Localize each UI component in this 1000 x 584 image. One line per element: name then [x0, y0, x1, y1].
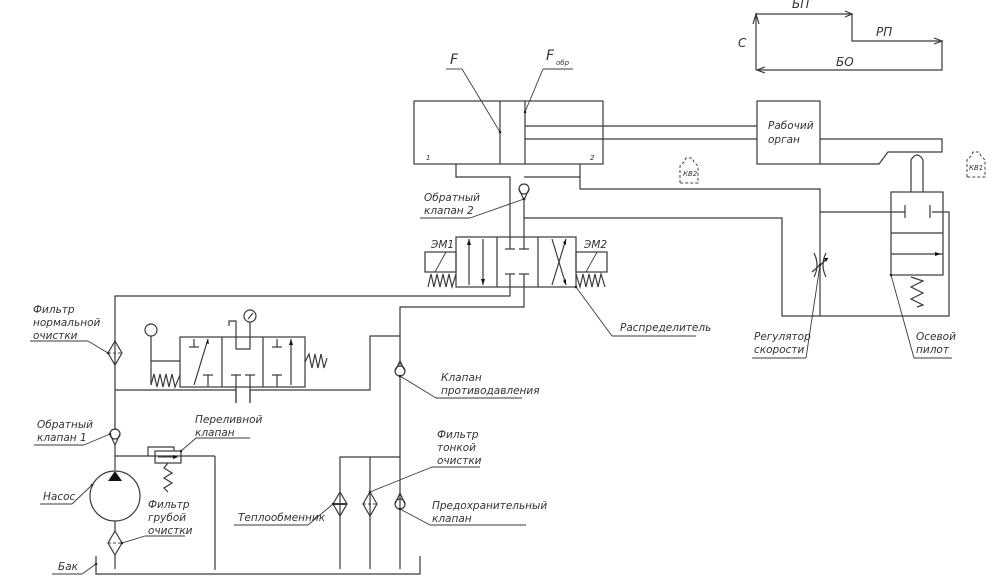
limit-switch-kv1: КВ1: [966, 151, 986, 178]
fine-filter: Фильтр тонкой очистки: [362, 429, 482, 518]
check-valve-1-label-line2: клапан 1: [37, 432, 87, 444]
normal-filter-label-line3: очистки: [33, 330, 78, 342]
overflow-valve-label-line1: Переливной: [195, 414, 262, 426]
limit-switch-kv2-label: КВ2: [683, 170, 698, 178]
hydraulic-cylinder: 1 2 F F обр: [413, 48, 757, 165]
cycle-label-stop: С: [738, 36, 747, 50]
chamber-1-label: 1: [426, 154, 430, 162]
heat-exchanger-label: Теплообменник: [238, 512, 326, 524]
coarse-filter: Фильтр грубой очистки: [107, 499, 193, 569]
axial-pilot-label-line1: Осевой: [916, 331, 956, 343]
return-force-subscript: обр: [556, 59, 570, 67]
working-body-line1: Рабочий: [768, 120, 814, 132]
tank-label: Бак: [58, 561, 79, 573]
working-body: Рабочий орган: [756, 100, 943, 192]
heat-exchanger: Теплообменник: [234, 490, 348, 526]
check-valve-1: Обратный клапан 1: [34, 419, 121, 470]
pump-label: Насос: [43, 491, 76, 503]
cycle-label-fast-return: БО: [836, 55, 854, 69]
cycle-label-working-feed: РП: [876, 25, 892, 39]
safety-valve-label-line1: Предохранительный: [432, 500, 547, 512]
working-body-line2: орган: [768, 134, 800, 146]
speed-regulator: Регулятор скорости: [752, 252, 829, 359]
coarse-filter-label-line3: очистки: [148, 525, 193, 537]
speed-regulator-label-line1: Регулятор: [754, 331, 811, 343]
normal-filter-label-line2: нормальной: [33, 317, 100, 329]
solenoid-1-label: ЭМ1: [430, 239, 454, 251]
check-valve-2-label-line2: клапан 2: [424, 205, 474, 217]
limit-switch-kv1-label: КВ1: [969, 164, 983, 172]
coarse-filter-label-line1: Фильтр: [148, 499, 190, 511]
force-label: F: [450, 52, 459, 68]
back-pressure-valve-label-line1: Клапан: [441, 372, 482, 384]
check-valve-1-label-line1: Обратный: [37, 419, 93, 431]
pressure-switch-valve: [144, 309, 328, 403]
fine-filter-label-line2: тонкой: [437, 442, 476, 454]
safety-valve-label-line2: клапан: [432, 513, 472, 525]
fine-filter-label-line1: Фильтр: [437, 429, 479, 441]
overflow-valve: Переливной клапан: [115, 414, 262, 570]
axial-pilot: Осевой пилот: [820, 191, 956, 359]
return-force-label: F: [546, 48, 555, 64]
normal-filter: Фильтр нормальной очистки: [30, 304, 123, 367]
tank: Бак: [52, 556, 421, 575]
distributor-valve: ЭМ1 ЭМ2 Распределитель: [424, 236, 711, 337]
safety-valve: Предохранительный клапан: [394, 491, 547, 526]
normal-filter-label-line1: Фильтр: [33, 304, 75, 316]
back-pressure-valve-label-line2: противодавления: [441, 385, 540, 397]
cycle-diagram: БП РП БО С: [738, 0, 944, 74]
cycle-label-fast-approach: БП: [792, 0, 809, 11]
solenoid-2-label: ЭМ2: [583, 239, 607, 251]
fine-filter-label-line3: очистки: [437, 455, 482, 467]
main-lines: [114, 287, 525, 496]
cylinder-lines: Обратный клапан 2: [420, 164, 950, 317]
limit-switch-kv2: КВ2: [679, 157, 699, 184]
coarse-filter-label-line2: грубой: [148, 512, 186, 524]
distributor-label: Распределитель: [620, 322, 711, 334]
check-valve-2-label-line1: Обратный: [424, 192, 480, 204]
return-branch: [339, 456, 401, 569]
pump: Насос: [40, 470, 141, 531]
back-pressure-valve-label: Клапан противодавления: [398, 372, 540, 399]
overflow-valve-label-line2: клапан: [195, 427, 235, 439]
chamber-2-label: 2: [590, 154, 595, 162]
axial-pilot-label-line2: пилот: [916, 344, 950, 356]
speed-regulator-label-line2: скорости: [754, 344, 805, 356]
